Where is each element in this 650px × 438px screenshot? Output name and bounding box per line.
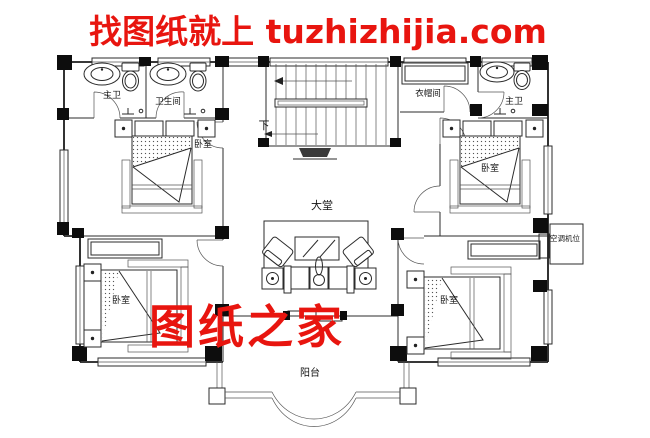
sink-icon-bathroom [149, 62, 187, 86]
ac-platform [538, 223, 584, 265]
label-bedroom-lower-left: 卧室 [112, 294, 130, 306]
label-bedroom-lower-right: 卧室 [440, 294, 458, 306]
cloakroom-closet [401, 62, 469, 85]
closet-lower-left [87, 238, 163, 259]
toilet-icon-master-right [513, 62, 531, 90]
bed-lower-right [406, 266, 512, 360]
sink-icon-master-left [83, 62, 121, 86]
label-cloakroom: 衣帽间 [415, 88, 441, 99]
label-master-bath-left: 主卫 [103, 89, 121, 101]
floor-drain-icons [122, 108, 516, 115]
room-labels: 主卫 卫生间 衣帽间 主卫 卧室 卧室 卧室 卧室 大堂 阳台 空调机位 [103, 88, 581, 379]
toilet-icon-bathroom [189, 62, 207, 92]
watermark: 图纸之家 [149, 300, 345, 354]
closet-lower-right [467, 240, 541, 260]
site-banner: 找图纸就上 tuzhizhijia.com [89, 12, 547, 51]
label-master-bath-right: 主卫 [505, 95, 523, 107]
label-balcony: 阳台 [300, 366, 320, 379]
stairs-down-label: 下 [259, 119, 270, 132]
label-ac-unit: 空调机位 [550, 233, 580, 243]
tv-cabinet [293, 148, 337, 160]
sink-icon-master-right [479, 61, 515, 83]
label-hall: 大堂 [311, 198, 333, 212]
structural-columns [57, 55, 548, 361]
label-bedroom-upper-right: 卧室 [481, 162, 499, 174]
label-bathroom: 卫生间 [155, 96, 181, 107]
toilet-icon-master-left [121, 62, 140, 92]
bed-upper-left [114, 119, 216, 214]
interior-walls [64, 62, 548, 362]
label-bedroom-upper-left: 卧室 [194, 138, 212, 150]
balcony-railing [208, 362, 417, 427]
staircase: 下 [259, 64, 387, 145]
sofa-set [261, 220, 377, 294]
